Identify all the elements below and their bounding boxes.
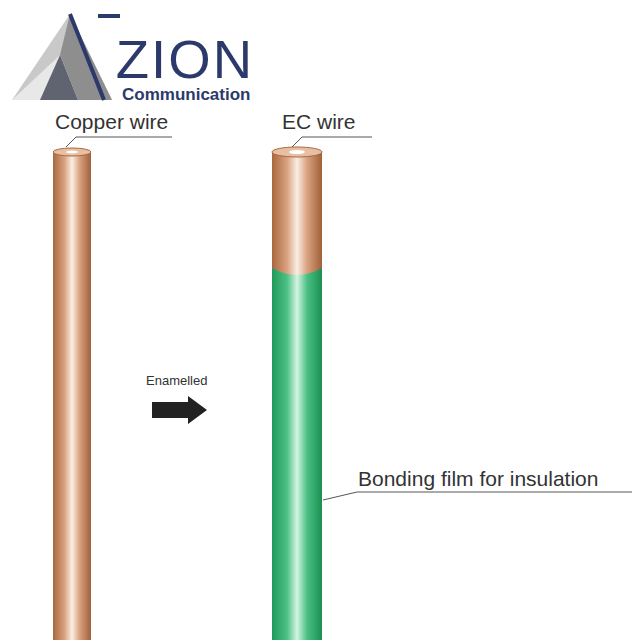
part-label: Bonding film for insulation [358,467,598,490]
part-label: Copper wire [55,110,168,133]
logo-subtitle: Communication [122,86,250,105]
leader-line [66,137,632,500]
logo-mark [12,14,120,100]
process-arrow [152,396,207,424]
logo-text: ZION [116,30,254,90]
copper-wire [53,148,91,640]
ec-wire [272,147,322,640]
process-label: Enamelled [146,374,207,388]
part-label: EC wire [282,110,356,133]
